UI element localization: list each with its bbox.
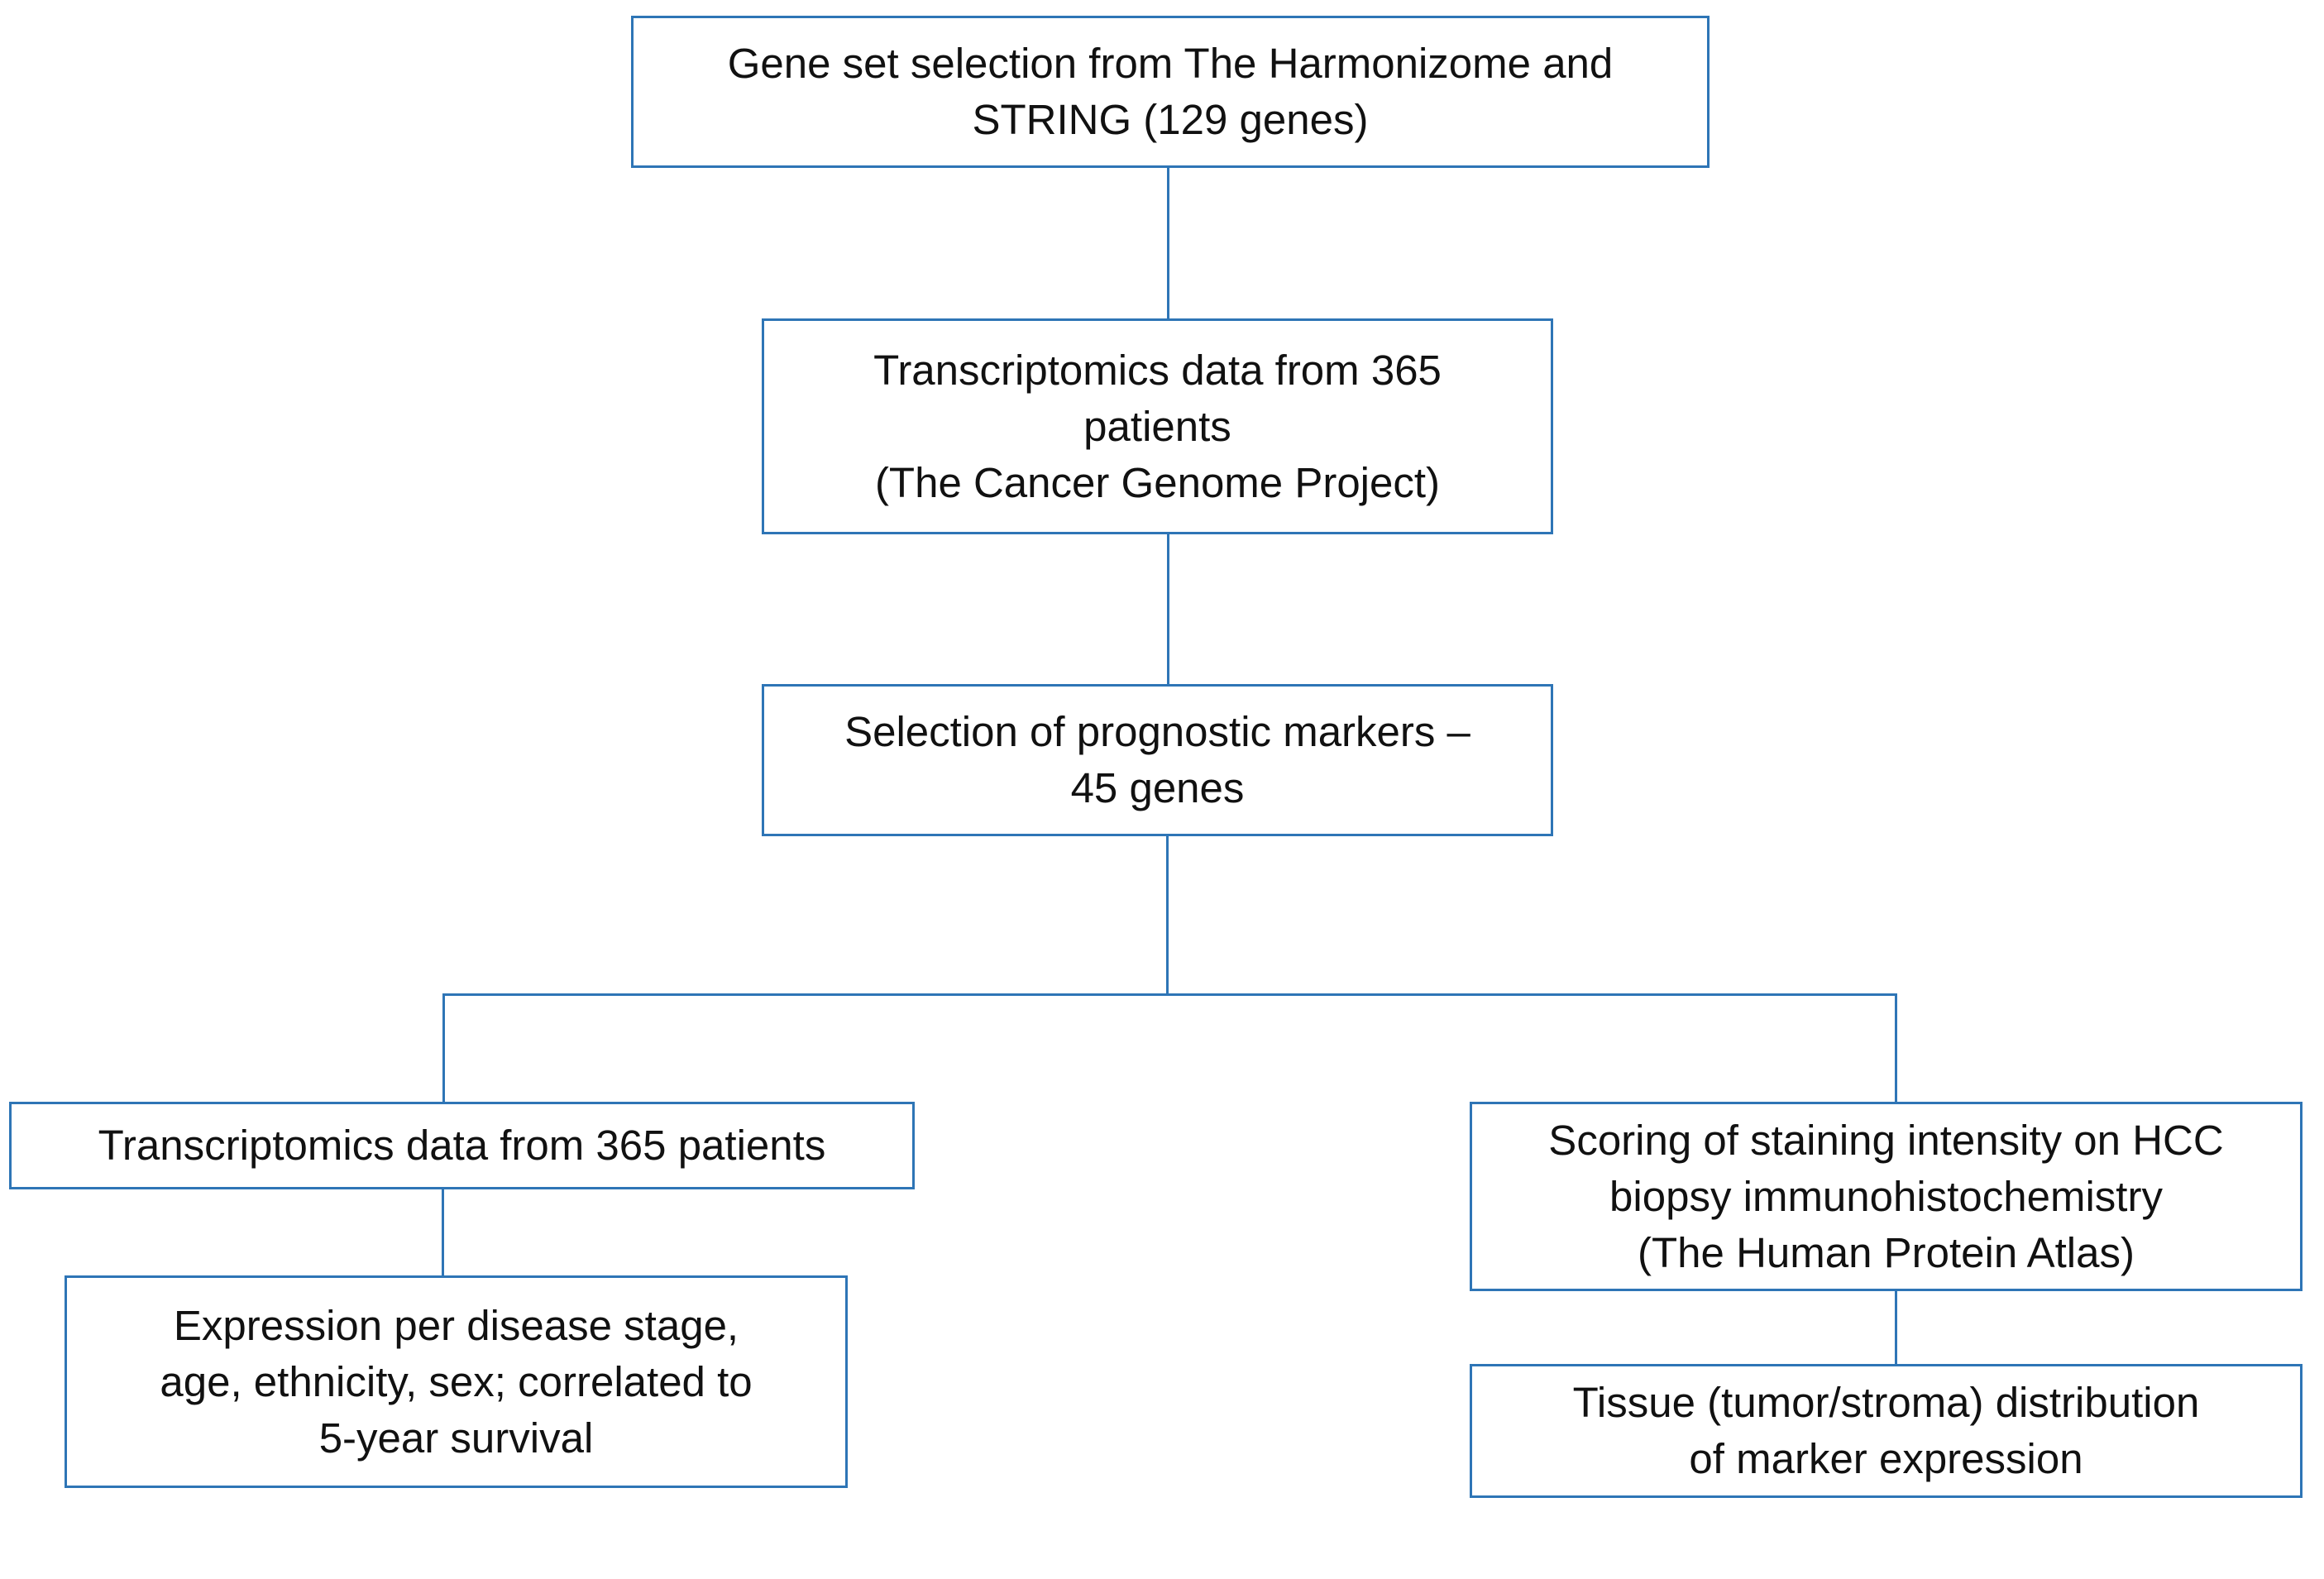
node-ihc-scoring: Scoring of staining intensity on HCC bio… bbox=[1470, 1102, 2302, 1291]
connector-transcriptomics-to-expression bbox=[442, 1189, 444, 1275]
connector-branch-to-transcriptomics bbox=[442, 993, 445, 1102]
node-gene-set-selection: Gene set selection from The Harmonizome … bbox=[631, 16, 1710, 168]
connector-branch-bar bbox=[442, 993, 1897, 996]
node-prognostic-markers-text: Selection of prognostic markers – 45 gen… bbox=[844, 708, 1470, 811]
node-expression-demographics-text: Expression per disease stage, age, ethni… bbox=[160, 1301, 753, 1462]
node-transcriptomics-365: Transcriptomics data from 365 patients bbox=[9, 1102, 915, 1189]
node-tissue-distribution-text: Tissue (tumor/stroma) distribution of ma… bbox=[1572, 1379, 2200, 1482]
node-transcriptomics-tcga-text: Transcriptomics data from 365 patients (… bbox=[873, 346, 1442, 506]
connector-branch-to-ihc bbox=[1895, 993, 1897, 1102]
node-gene-set-selection-text: Gene set selection from The Harmonizome … bbox=[727, 40, 1614, 143]
node-transcriptomics-365-text: Transcriptomics data from 365 patients bbox=[98, 1122, 826, 1169]
connector-geneset-to-tcga bbox=[1167, 168, 1169, 318]
node-tissue-distribution: Tissue (tumor/stroma) distribution of ma… bbox=[1470, 1364, 2302, 1498]
connector-tcga-to-markers bbox=[1167, 534, 1169, 684]
connector-markers-to-branch bbox=[1166, 836, 1169, 995]
connector-ihc-to-tissue bbox=[1895, 1291, 1897, 1364]
node-expression-demographics: Expression per disease stage, age, ethni… bbox=[65, 1275, 848, 1488]
node-prognostic-markers: Selection of prognostic markers – 45 gen… bbox=[762, 684, 1553, 836]
node-ihc-scoring-text: Scoring of staining intensity on HCC bio… bbox=[1548, 1116, 2224, 1276]
node-transcriptomics-tcga: Transcriptomics data from 365 patients (… bbox=[762, 318, 1553, 534]
